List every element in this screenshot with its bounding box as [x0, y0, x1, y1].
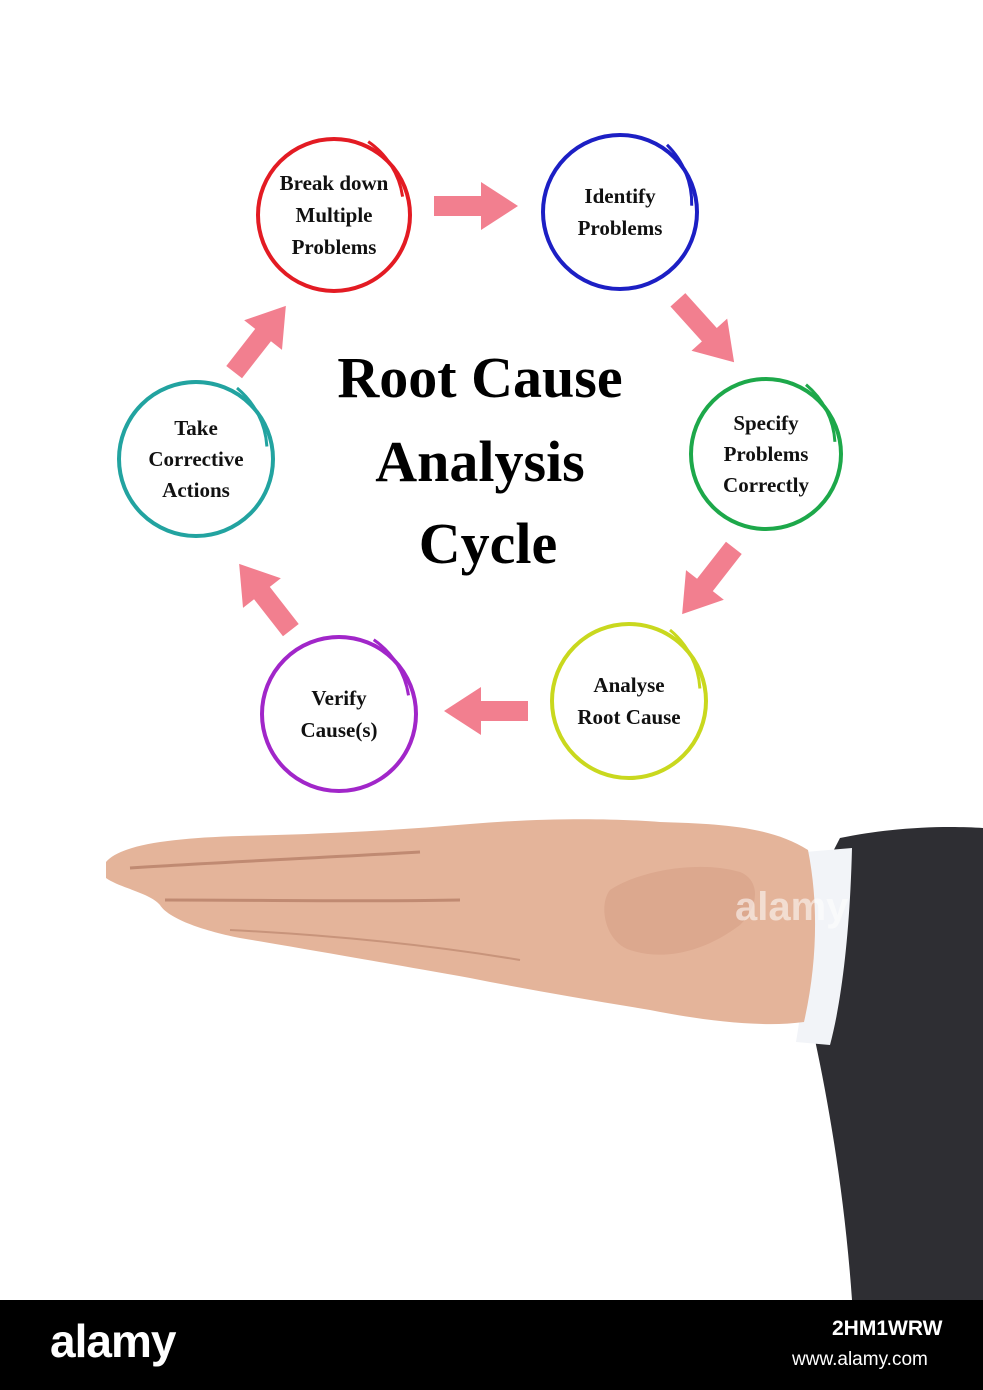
node-label-line: Identify — [584, 184, 656, 208]
cycle-arrow-6 — [226, 305, 286, 379]
node-circle — [541, 133, 699, 291]
hand-watermark-text: alamy — [735, 885, 849, 929]
root-cause-cycle-diagram: alamy Root Cause Analysis Cycle Break do… — [106, 133, 983, 1300]
node-label-line: Specify — [733, 411, 799, 435]
footer-bar: alamy 2HM1WRW www.alamy.com — [0, 1300, 983, 1390]
node-circle-overshoot — [372, 638, 410, 696]
node-label-line: Multiple — [296, 203, 373, 227]
cycle-arrow-2 — [670, 293, 735, 363]
node-label-line: Break down — [280, 171, 389, 195]
node-circle-overshoot — [236, 386, 269, 447]
palm — [106, 819, 816, 1025]
node-circle-overshoot — [805, 383, 837, 442]
finger-crease-1 — [129, 850, 421, 870]
title-line-1: Root Cause — [337, 345, 622, 410]
node-label-line: Analyse — [593, 673, 664, 697]
finger-crease-3 — [229, 929, 521, 961]
cycle-arrow-3 — [682, 541, 742, 615]
cycle-nodes: Break downMultipleProblemsIdentifyProble… — [117, 133, 843, 793]
node-label-line: Corrective — [148, 447, 243, 471]
node-label-line: Take — [174, 416, 218, 440]
finger-crease-2 — [164, 898, 461, 903]
cycle-arrow-4 — [444, 687, 528, 735]
node-label-line: Root Cause — [577, 705, 680, 729]
node-label-line: Problems — [724, 442, 809, 466]
diagram-title: Root Cause Analysis Cycle — [337, 345, 622, 576]
node-circle — [260, 635, 418, 793]
node-label-line: Problems — [578, 216, 663, 240]
cycle-arrow-1 — [434, 182, 518, 230]
node-circle — [256, 137, 412, 293]
suit-sleeve — [808, 827, 983, 1300]
cycle-arrows — [226, 182, 742, 735]
footer-url[interactable]: www.alamy.com — [792, 1349, 928, 1370]
title-line-2: Analysis — [375, 429, 585, 494]
node-circle — [117, 380, 275, 538]
node-label-line: Correctly — [723, 473, 809, 497]
open-hand-illustration: alamy — [106, 819, 983, 1300]
node-label-line: Problems — [292, 235, 377, 259]
node-circle — [689, 377, 843, 531]
node-circle — [550, 622, 708, 780]
footer-image-id: 2HM1WRW — [832, 1317, 943, 1340]
node-label-line: Verify — [311, 686, 367, 710]
thumb — [604, 866, 755, 955]
node-circle-overshoot — [367, 140, 405, 197]
node-circle-overshoot — [669, 628, 702, 689]
node-circle-overshoot — [665, 143, 694, 206]
cycle-arrow-5 — [239, 563, 299, 637]
node-label-line: Cause(s) — [301, 718, 378, 742]
title-line-3: Cycle — [419, 511, 558, 576]
node-label-line: Actions — [162, 478, 230, 502]
footer-logo[interactable]: alamy — [50, 1315, 176, 1367]
